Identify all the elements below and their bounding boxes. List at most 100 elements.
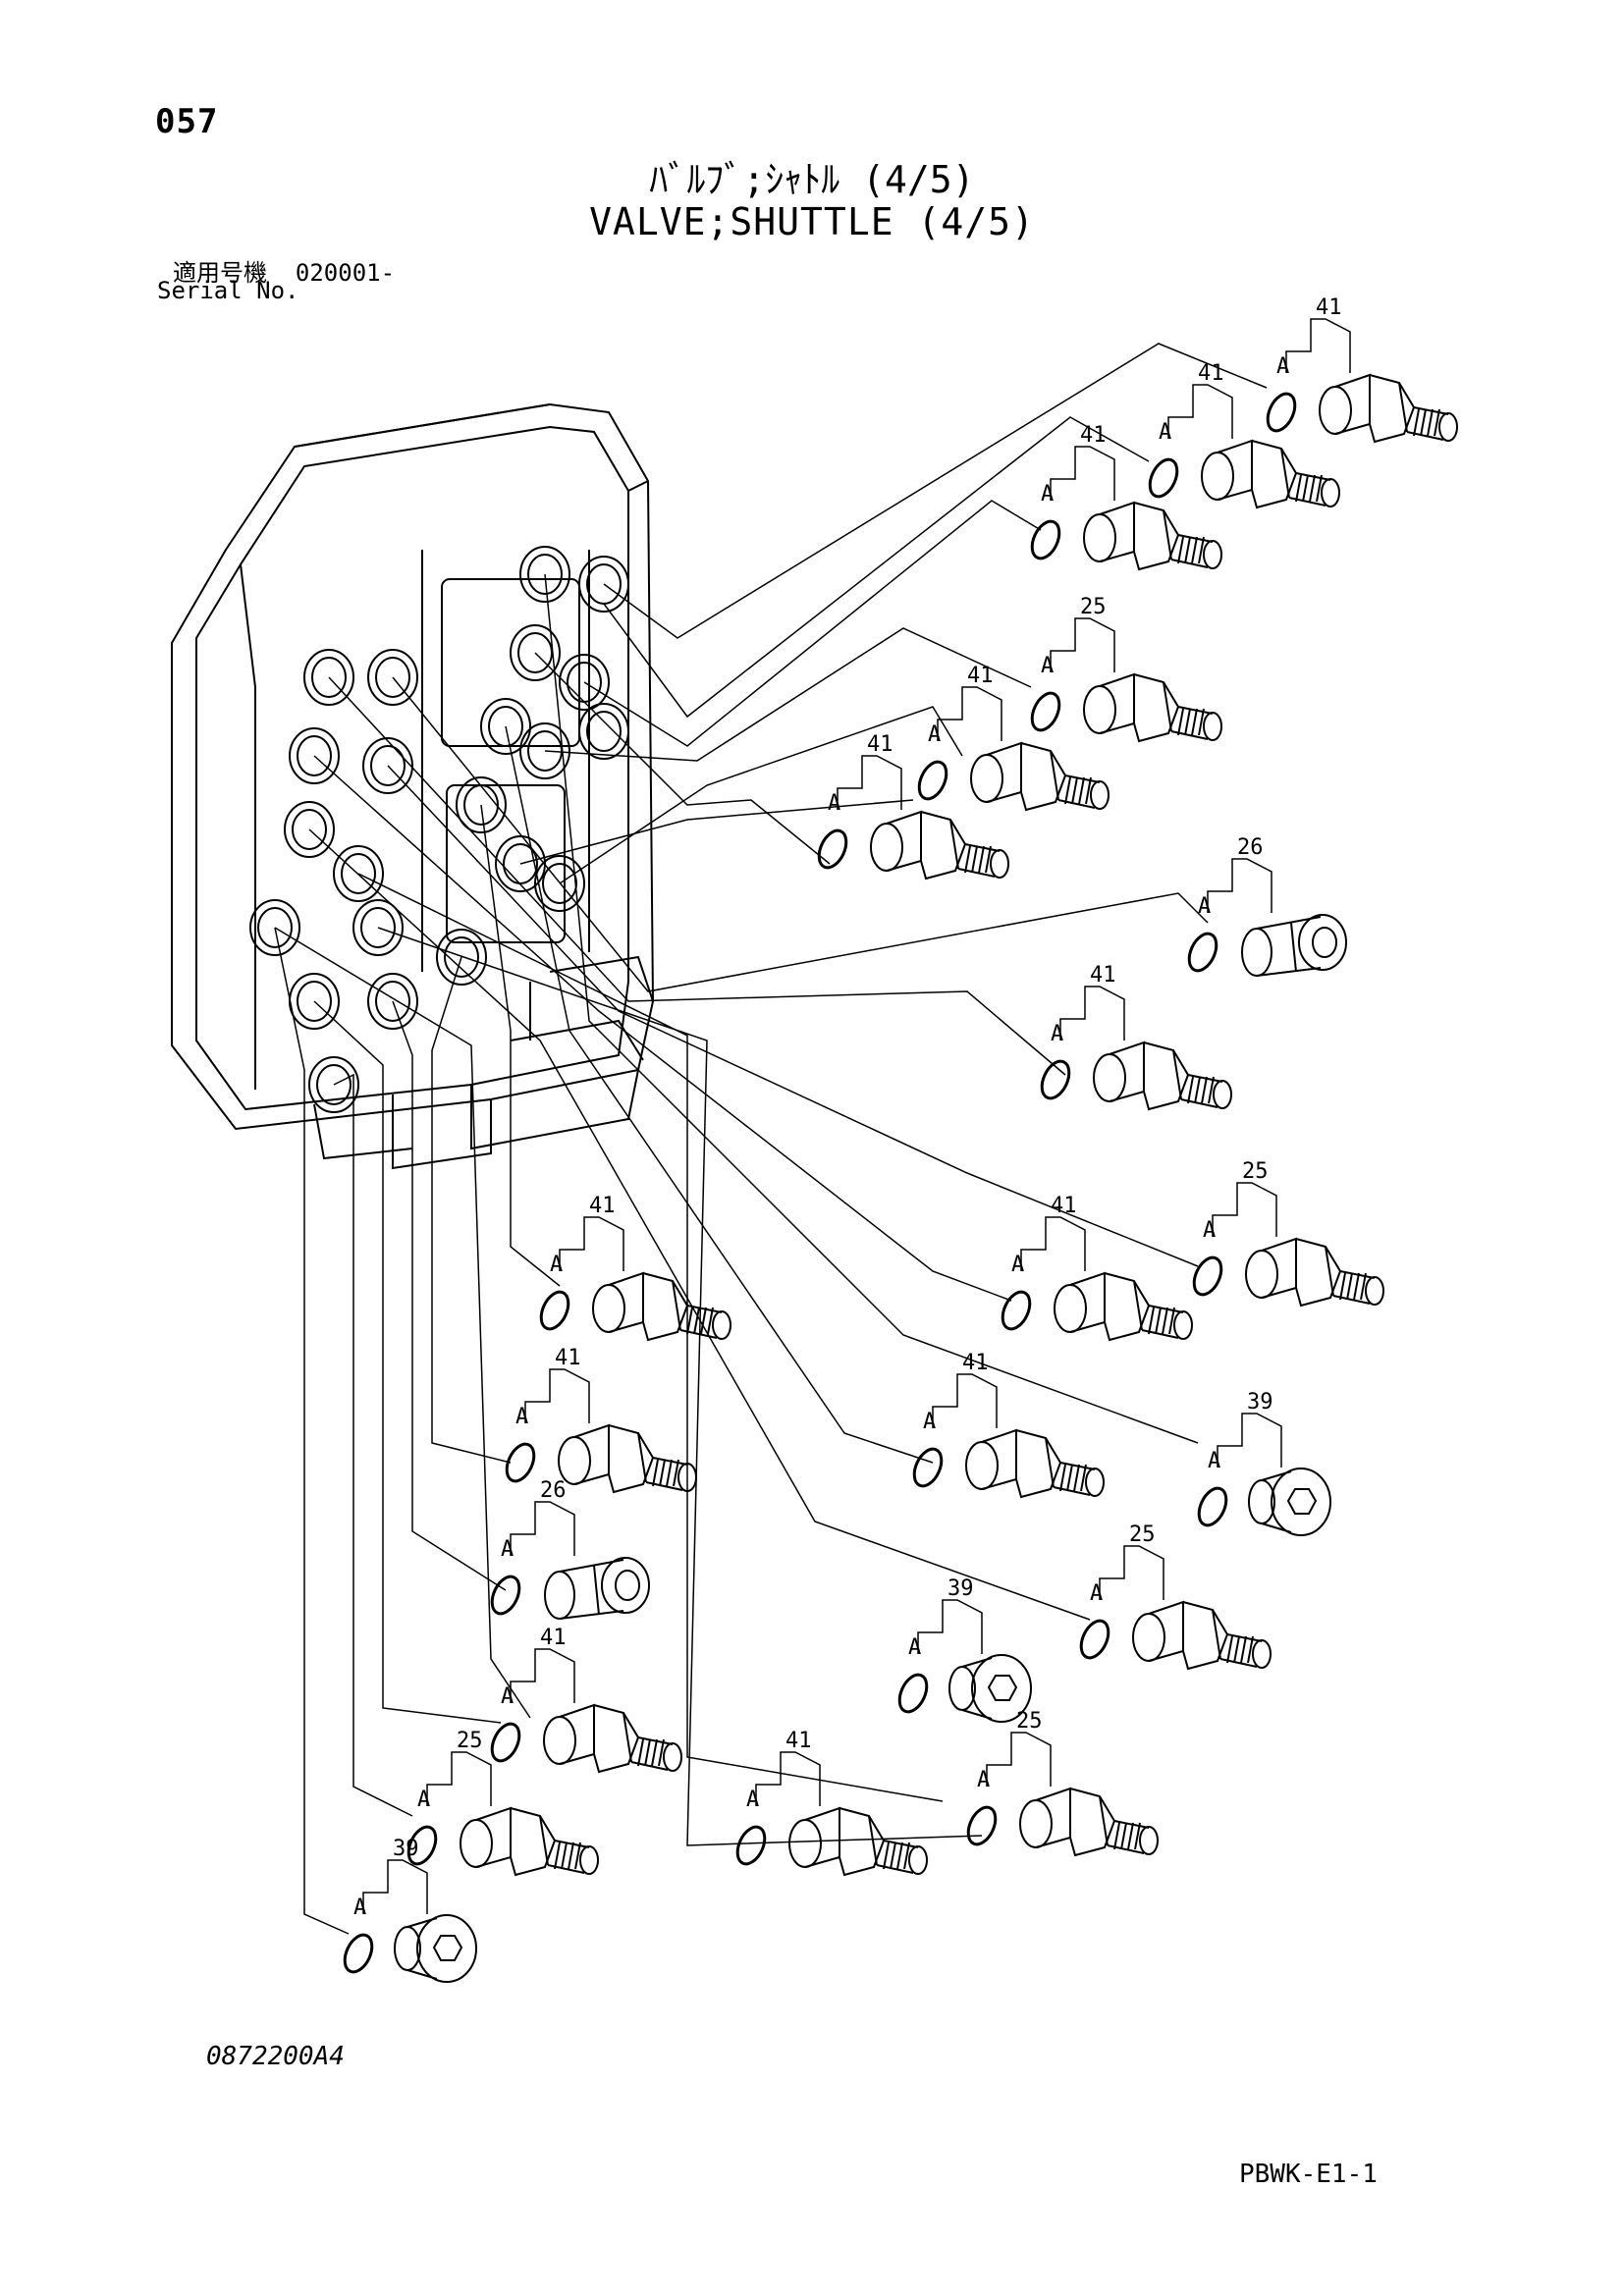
part-number-label: 41 <box>1051 1194 1077 1218</box>
drawing-code: 0872200A4 <box>206 2042 345 2071</box>
part-number-label: 41 <box>962 1351 989 1375</box>
part-callout: A 41 <box>1001 1194 1193 1342</box>
o-ring <box>1148 457 1179 499</box>
part-number-label: 39 <box>947 1576 974 1601</box>
callout-bracket <box>837 755 902 810</box>
o-ring <box>917 760 948 801</box>
reference-label: A <box>746 1788 759 1812</box>
reference-label: A <box>1041 482 1054 507</box>
part-callout: A 41 <box>912 1351 1105 1499</box>
part-callout: A 26 <box>1187 835 1347 977</box>
o-ring <box>735 1825 767 1866</box>
part-number-label: 41 <box>555 1346 581 1370</box>
reference-label: A <box>977 1768 990 1792</box>
part-callout: A 39 <box>1197 1390 1331 1536</box>
reference-label: A <box>1090 1581 1103 1606</box>
o-ring <box>897 1673 929 1714</box>
o-ring <box>505 1442 536 1483</box>
reference-label: A <box>353 1896 366 1920</box>
part-number-label: 41 <box>967 664 994 688</box>
o-ring <box>490 1575 521 1616</box>
sheet-code: PBWK-E1-1 <box>1239 2160 1378 2189</box>
reference-label: A <box>1208 1449 1220 1473</box>
reference-label: A <box>908 1635 921 1660</box>
callout-bracket <box>524 1368 590 1423</box>
callout-bracket <box>755 1751 821 1806</box>
reference-label: A <box>1203 1218 1216 1243</box>
serial-label: Serial No. <box>157 277 299 304</box>
o-ring <box>817 828 848 870</box>
o-ring <box>1001 1290 1032 1331</box>
part-number-label: 41 <box>785 1729 812 1753</box>
part-number-label: 26 <box>540 1478 567 1503</box>
page-title-japanese: ﾊﾞﾙﾌﾞ;ｼｬﾄﾙ (4/5) <box>649 158 975 201</box>
part-number-label: 25 <box>1080 595 1107 619</box>
callout-bracket <box>917 1599 983 1654</box>
part-callout: A 25 <box>1030 595 1222 743</box>
o-ring <box>1266 392 1297 433</box>
reference-label: A <box>417 1788 430 1812</box>
part-number-label: 25 <box>457 1729 483 1753</box>
part-callout: A41 <box>817 732 1009 881</box>
callout-bracket <box>986 1732 1052 1787</box>
reference-label: A <box>515 1405 528 1429</box>
part-callout: A 41 <box>1030 423 1222 571</box>
o-ring <box>406 1825 438 1866</box>
o-ring <box>1030 519 1061 561</box>
reference-label: A <box>501 1537 514 1562</box>
serial-number-row: 適用号機 020001- <box>173 253 395 288</box>
callout-bracket <box>559 1216 624 1271</box>
o-ring <box>539 1290 570 1331</box>
callout-bracket <box>1099 1545 1164 1600</box>
reference-label: A <box>923 1410 936 1434</box>
part-callout: A41 <box>917 664 1110 812</box>
callout-bracket <box>932 1373 998 1428</box>
reference-label: A <box>1011 1253 1024 1277</box>
page-number: 057 <box>155 102 219 141</box>
part-callout: A 41 <box>505 1346 697 1494</box>
callout-bracket <box>1212 1182 1277 1237</box>
part-number-label: 39 <box>1247 1390 1273 1415</box>
callout-bracket <box>1059 986 1125 1041</box>
leader-lines <box>274 343 1268 1935</box>
callout-bracket <box>510 1501 575 1556</box>
part-callout: A 39 <box>897 1576 1032 1723</box>
part-callout: A 41 <box>735 1729 928 1877</box>
part-callout: A41 <box>539 1194 731 1342</box>
part-number-label: 41 <box>1198 361 1224 386</box>
reference-label: A <box>1051 1022 1063 1046</box>
reference-label: A <box>1041 654 1054 678</box>
reference-label: A <box>828 791 840 816</box>
callout-bracket <box>1050 446 1115 501</box>
o-ring <box>1192 1255 1223 1297</box>
o-ring <box>1187 932 1218 973</box>
o-ring <box>912 1447 944 1488</box>
part-number-label: 25 <box>1129 1522 1156 1547</box>
part-callout: A 41 <box>1148 361 1340 509</box>
o-ring <box>1079 1619 1110 1660</box>
part-number-label: 41 <box>1090 963 1116 988</box>
reference-label: A <box>550 1253 563 1277</box>
part-number-label: 25 <box>1242 1159 1269 1184</box>
reference-label: A <box>1159 420 1171 445</box>
part-number-label: 41 <box>1080 423 1107 448</box>
part-number-label: 41 <box>540 1626 567 1650</box>
o-ring <box>343 1933 374 1974</box>
o-ring <box>1197 1486 1228 1527</box>
part-callout: A25 <box>966 1709 1159 1857</box>
part-number-label: 26 <box>1237 835 1264 860</box>
o-ring <box>1040 1059 1071 1100</box>
reference-label: A <box>1198 894 1211 919</box>
part-callout: A 26 <box>490 1478 650 1620</box>
part-number-label: 39 <box>393 1837 419 1861</box>
part-callout: A 25 <box>406 1729 599 1877</box>
o-ring <box>966 1805 998 1846</box>
serial-value: 020001- <box>295 259 396 287</box>
callout-bracket <box>510 1648 575 1703</box>
part-callout: A41 <box>490 1626 682 1774</box>
callout-bracket <box>1217 1413 1282 1468</box>
callout-bracket <box>937 686 1002 741</box>
o-ring <box>490 1722 521 1763</box>
callout-bracket <box>426 1751 492 1806</box>
